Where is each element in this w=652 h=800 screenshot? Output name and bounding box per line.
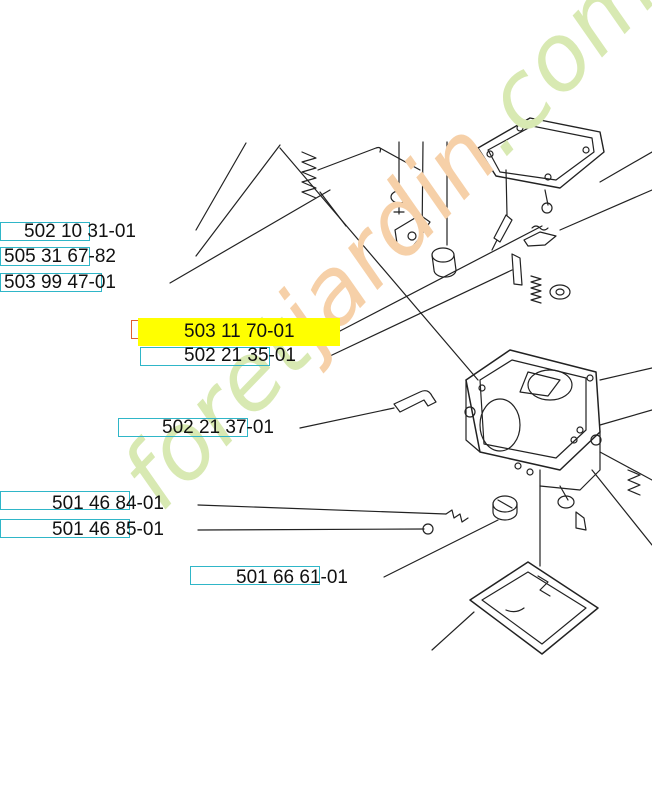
lever-spring bbox=[523, 225, 557, 247]
pin bbox=[511, 253, 523, 286]
screw-small bbox=[541, 202, 553, 214]
part-number-label[interactable]: 502 10 31-01 bbox=[24, 221, 136, 242]
label-box bbox=[140, 347, 270, 366]
filter-screen bbox=[492, 495, 518, 521]
label-box bbox=[190, 566, 320, 585]
diaphragm-cover-plate bbox=[477, 117, 605, 189]
label-box bbox=[0, 491, 130, 510]
part-number-label[interactable]: 503 99 47-01 bbox=[4, 272, 116, 293]
part-number-label[interactable]: 501 46 85-01 bbox=[52, 519, 164, 540]
metering-lever bbox=[394, 214, 431, 253]
part-number-label[interactable]: 502 21 37-01 bbox=[162, 417, 274, 438]
elbow-fitting bbox=[393, 390, 437, 413]
gasket-plate bbox=[469, 561, 599, 655]
label-box bbox=[0, 519, 130, 538]
part-number-label-highlighted[interactable]: 503 11 70-01 bbox=[138, 318, 340, 346]
adjust-spring bbox=[627, 469, 641, 496]
part-number-label[interactable]: 501 46 84-01 bbox=[52, 493, 164, 514]
label-box bbox=[0, 247, 90, 266]
check-spring bbox=[445, 509, 469, 523]
part-number-label[interactable]: 502 21 35-01 bbox=[184, 345, 296, 366]
inlet-needle bbox=[491, 214, 513, 251]
carburetor-body bbox=[464, 349, 602, 491]
screw bbox=[390, 190, 408, 215]
part-number-label[interactable]: 505 31 67-82 bbox=[4, 246, 116, 267]
control-spring bbox=[530, 275, 542, 304]
washer bbox=[549, 284, 571, 300]
plug-screw bbox=[557, 495, 587, 531]
label-box bbox=[118, 418, 248, 437]
part-number-label[interactable]: 501 66 61-01 bbox=[236, 567, 348, 588]
label-box bbox=[0, 273, 102, 292]
label-box bbox=[0, 222, 90, 241]
